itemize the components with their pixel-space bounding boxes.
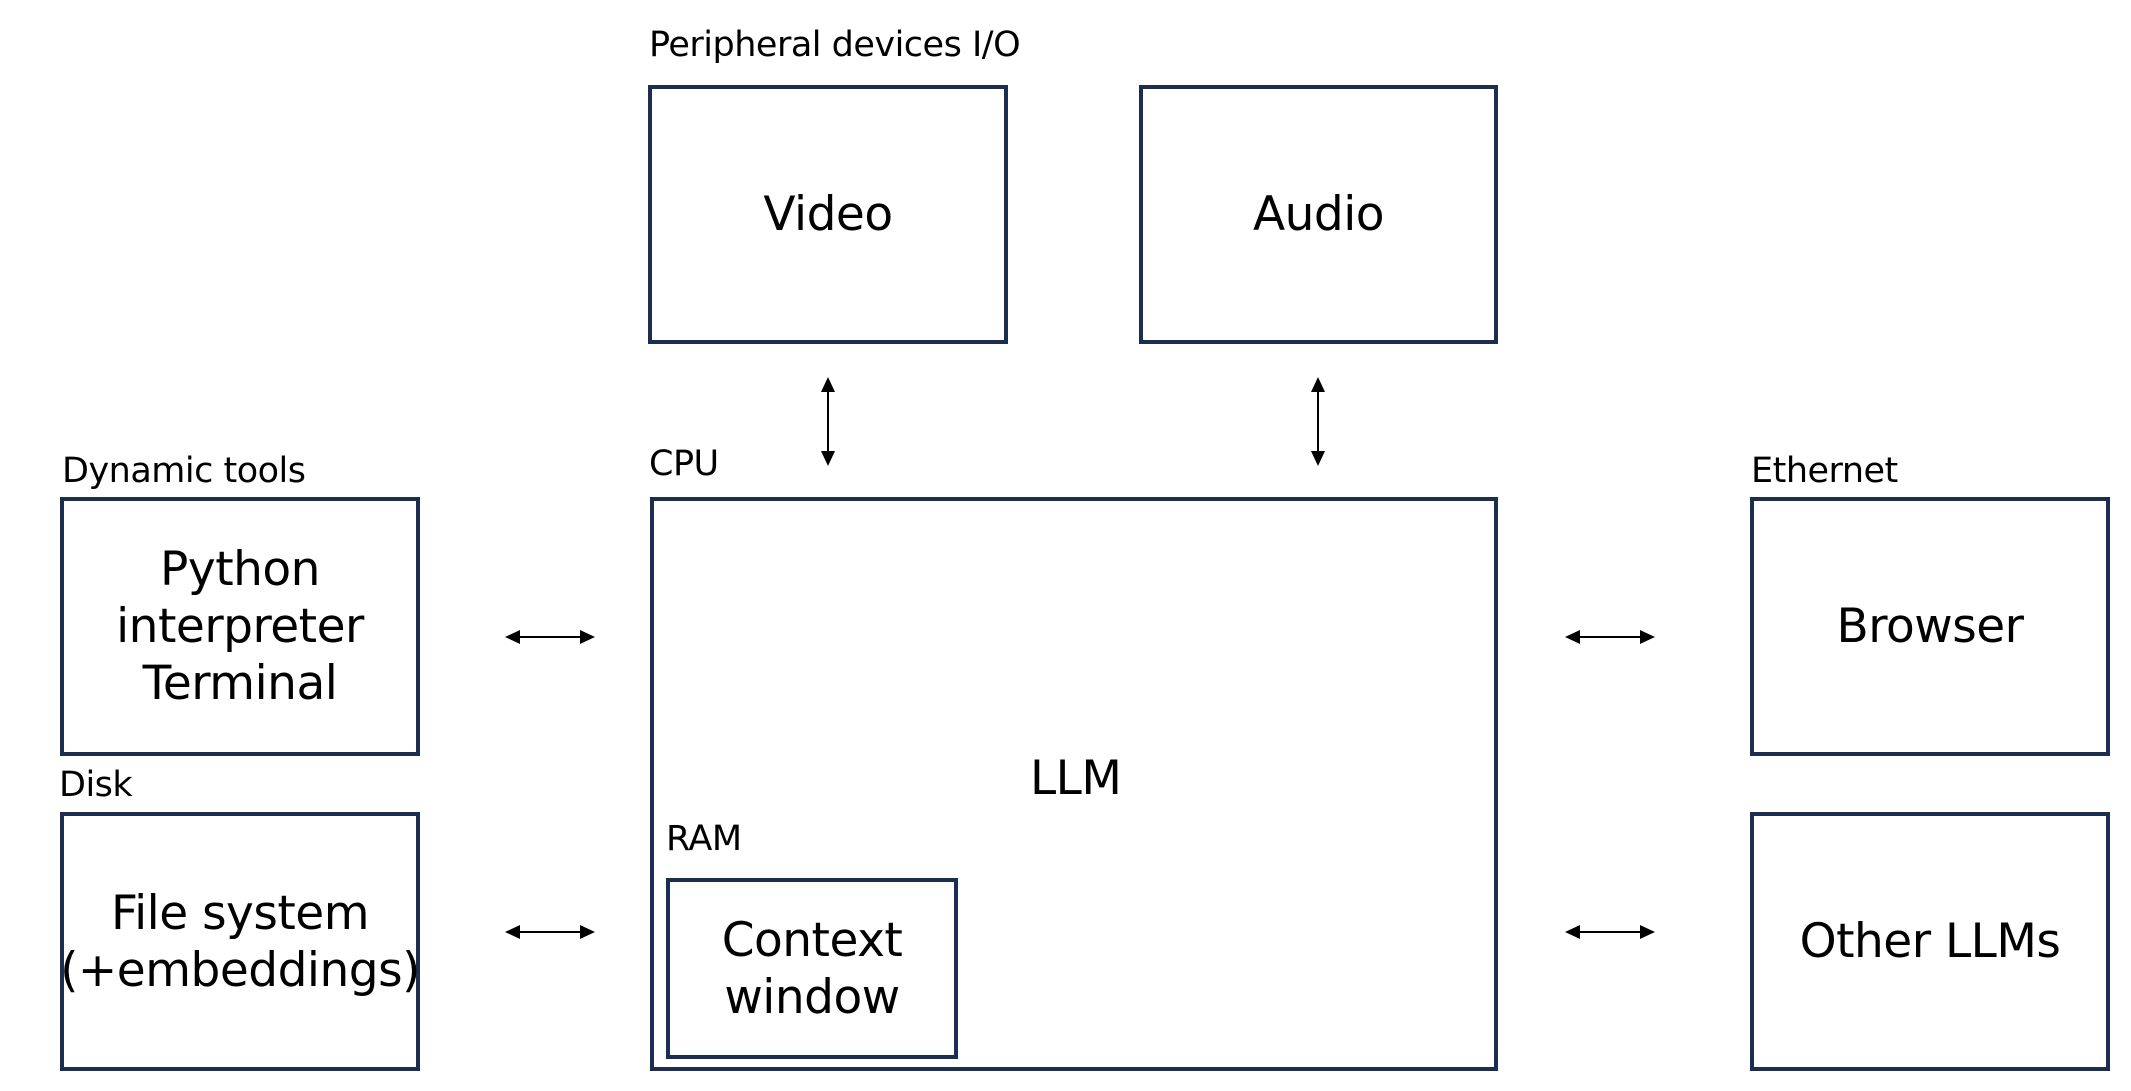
disk-label: Disk [59,765,133,805]
python-terminal-label: Python interpreter Terminal [116,542,364,711]
python-terminal-box: Python interpreter Terminal [60,497,420,756]
audio-box-label: Audio [1252,187,1385,242]
python-llm-arrow [505,630,595,644]
file-system-box: File system (+embeddings) [60,812,420,1071]
audio-box: Audio [1139,85,1498,344]
browser-label: Browser [1836,599,2024,654]
llm-label: LLM [1030,751,1122,806]
file-system-llm-arrow [505,925,595,939]
ram-label: RAM [666,819,742,859]
context-window-box: Context window [666,878,958,1059]
file-system-label: File system (+embeddings) [60,885,420,998]
video-box: Video [648,85,1008,344]
cpu-label: CPU [649,444,719,484]
video-llm-arrow [821,377,835,466]
browser-llm-arrow [1565,630,1655,644]
ethernet-label: Ethernet [1751,451,1898,491]
peripheral-devices-label: Peripheral devices I/O [649,25,1021,65]
cpu-llm-box: LLM RAM Context window [650,497,1498,1071]
other-llms-box: Other LLMs [1750,812,2110,1071]
other-llms-llm-arrow [1565,925,1655,939]
video-box-label: Video [763,187,893,242]
browser-box: Browser [1750,497,2110,756]
dynamic-tools-label: Dynamic tools [62,451,306,491]
context-window-label: Context window [721,912,903,1025]
other-llms-label: Other LLMs [1799,914,2061,969]
audio-llm-arrow [1311,377,1325,466]
